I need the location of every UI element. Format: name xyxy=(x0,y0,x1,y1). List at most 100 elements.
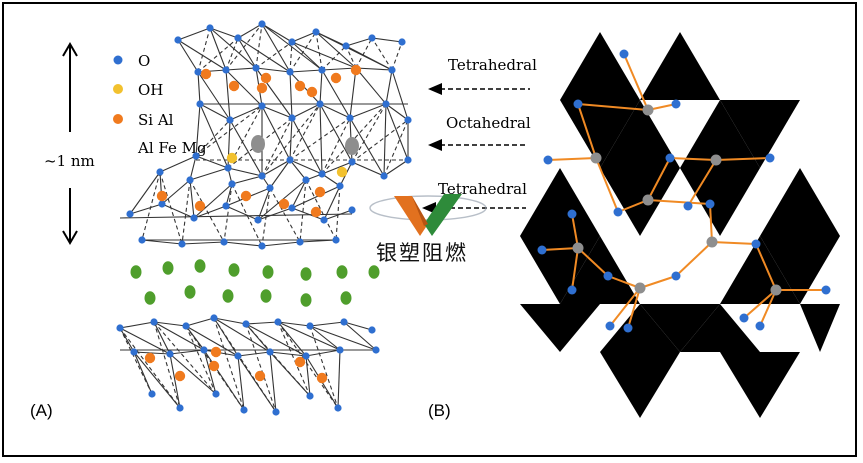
tetrahedron-triangle xyxy=(680,100,760,168)
oxygen-atom xyxy=(258,102,266,110)
bond-line xyxy=(197,71,231,121)
panel-b-label: (B) xyxy=(428,401,451,420)
oxygen-atom xyxy=(210,314,218,322)
hydroxyl-atom xyxy=(226,152,238,164)
oxygen-atom xyxy=(242,320,250,328)
bond-line xyxy=(161,179,191,205)
bond-line xyxy=(261,23,291,73)
bond-line xyxy=(261,105,291,161)
silicate-bond xyxy=(623,53,649,111)
silicate-bond xyxy=(639,275,677,289)
silicate-bond xyxy=(571,213,579,249)
silicate-bond xyxy=(709,203,713,243)
oxygen-atom xyxy=(404,116,412,124)
oxygen-atom xyxy=(148,390,156,398)
bond-line xyxy=(309,325,339,409)
bond-line xyxy=(119,327,153,395)
panel-b-hexagonal-sheet: (B) xyxy=(428,32,840,420)
legend-swatch-hydroxyl xyxy=(113,84,123,94)
oxygen-atom xyxy=(266,348,274,356)
bond-line xyxy=(321,103,387,175)
sheet-atoms xyxy=(537,49,831,333)
oxygen-atom xyxy=(683,201,693,211)
layer-labels: Tetrahedral Octahedral Tetrahedral xyxy=(422,56,537,214)
silicate-bond xyxy=(687,159,717,207)
tetrahedron-triangle xyxy=(600,100,680,168)
si-al-atom xyxy=(200,68,212,80)
silicon-atom xyxy=(710,154,722,166)
interlayer-cation xyxy=(228,263,240,277)
tetrahedron-triangle xyxy=(760,168,840,236)
oxygen-atom xyxy=(222,202,230,210)
bond-line xyxy=(153,321,181,409)
bond-line xyxy=(181,241,225,245)
oxygen-atom xyxy=(332,236,340,244)
oxygen-atom xyxy=(158,200,166,208)
si-al-atom xyxy=(310,206,322,218)
bond-line xyxy=(319,103,323,175)
bond-line xyxy=(189,179,225,243)
bond-line xyxy=(225,37,239,71)
oxygen-atom xyxy=(196,100,204,108)
bond-line xyxy=(133,351,171,355)
octahedral-cation xyxy=(251,135,265,153)
oxygen-atom xyxy=(605,321,615,331)
oxygen-atom xyxy=(212,390,220,398)
oxygen-atom xyxy=(234,352,242,360)
bond-line xyxy=(383,103,387,177)
interlayer-cation xyxy=(336,265,348,279)
bond-line xyxy=(209,27,239,39)
silicate-bond xyxy=(627,287,641,329)
legend-swatch-oxygen xyxy=(113,55,123,65)
bond-line xyxy=(237,37,291,73)
silicon-atom xyxy=(706,236,718,248)
bond-line xyxy=(277,321,341,351)
bond-line xyxy=(343,321,373,331)
oxygen-atom xyxy=(751,239,761,249)
oxygen-atom xyxy=(382,100,390,108)
si-al-atom xyxy=(260,72,272,84)
oxygen-atom xyxy=(288,38,296,46)
si-al-atom xyxy=(306,86,318,98)
bond-line xyxy=(261,105,293,119)
silicate-bond xyxy=(759,289,777,327)
logo-right-wing xyxy=(424,194,462,236)
interlayer-cation xyxy=(260,289,272,303)
bond-line xyxy=(291,117,323,175)
logo-left-wing xyxy=(394,196,428,236)
oxygen-atom xyxy=(192,152,200,160)
bond-line xyxy=(195,155,229,169)
bond-line xyxy=(185,317,215,327)
oxygen-atom xyxy=(130,348,138,356)
oxygen-atom xyxy=(166,350,174,358)
bond-line xyxy=(129,203,163,215)
bond-line xyxy=(291,185,341,209)
oxygen-atom xyxy=(220,238,228,246)
bond-line xyxy=(315,31,357,69)
oxygen-atom xyxy=(368,34,376,42)
oxygen-atom xyxy=(252,64,260,72)
hydroxyl-atom xyxy=(336,166,348,178)
si-al-atom xyxy=(294,356,306,368)
interlayer-cation xyxy=(340,291,352,305)
bond-line xyxy=(321,69,351,119)
bond-line xyxy=(169,349,205,355)
bond-line xyxy=(385,103,409,161)
oxygen-atom xyxy=(755,321,765,331)
bond-line xyxy=(345,45,393,71)
oxygen-atom xyxy=(316,100,324,108)
bond-line xyxy=(371,37,393,71)
bond-line xyxy=(181,179,191,245)
silicate-bond xyxy=(541,247,579,251)
bond-line xyxy=(189,155,197,181)
oxygen-atom xyxy=(380,172,388,180)
oxygen-atom xyxy=(226,116,234,124)
bond-line xyxy=(229,105,263,121)
si-al-atom xyxy=(144,352,156,364)
bond-line xyxy=(141,171,161,241)
oxygen-atom xyxy=(306,322,314,330)
si-al-atom xyxy=(156,190,168,202)
bond-line xyxy=(289,117,351,161)
bond-line xyxy=(299,179,307,243)
bond-line xyxy=(159,171,183,245)
